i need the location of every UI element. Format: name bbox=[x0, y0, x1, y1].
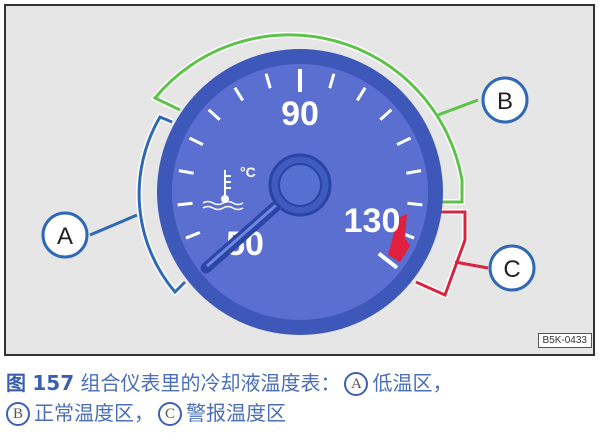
minor-tick bbox=[185, 231, 201, 240]
caption-marker-c: C bbox=[158, 402, 182, 426]
minor-tick bbox=[177, 201, 193, 207]
warning-zone-mark bbox=[388, 214, 410, 262]
callout-a-label: A bbox=[57, 223, 73, 250]
zone-b-leader bbox=[437, 98, 479, 117]
caption-figure-label: 图 bbox=[6, 371, 26, 395]
caption-title: 组合仪表里的冷却液温度表： bbox=[80, 371, 341, 395]
unit-celsius: °C bbox=[240, 164, 256, 180]
zone-c-bracket bbox=[415, 210, 467, 298]
minor-tick bbox=[178, 169, 194, 175]
minor-tick bbox=[396, 136, 412, 147]
callout-b-label: B bbox=[497, 88, 513, 115]
caption-marker-a: A bbox=[344, 372, 369, 396]
callout-c: C bbox=[488, 244, 536, 292]
minor-tick bbox=[328, 73, 336, 89]
minor-tick bbox=[355, 86, 367, 102]
minor-tick bbox=[207, 108, 221, 121]
minor-tick bbox=[264, 73, 272, 89]
minor-tick bbox=[379, 108, 393, 121]
zone-a-leader bbox=[89, 213, 138, 237]
caption-item-b: 正常温度区， bbox=[34, 401, 154, 425]
coolant-gauge-illustration: A B C 90 130 50 °C bbox=[4, 4, 595, 356]
callout-c-label: C bbox=[503, 256, 520, 283]
zone-a-bracket bbox=[137, 115, 187, 295]
minor-tick bbox=[406, 169, 422, 175]
label-130: 130 bbox=[344, 202, 401, 240]
caption-item-c: 警报温度区 bbox=[186, 401, 286, 425]
minor-tick bbox=[233, 86, 245, 102]
callout-a: A bbox=[41, 211, 89, 259]
minor-tick bbox=[188, 136, 204, 147]
major-tick bbox=[377, 251, 399, 270]
figure-code: B5K-0433 bbox=[537, 333, 592, 348]
caption-item-a: 低温区， bbox=[372, 371, 453, 395]
zone-c-leader bbox=[454, 260, 489, 270]
zone-b-bracket bbox=[152, 33, 464, 204]
callout-b: B bbox=[481, 76, 529, 124]
caption-figure-number: 157 bbox=[32, 371, 75, 395]
needle-hub-center bbox=[278, 163, 322, 207]
caption-marker-b: B bbox=[6, 402, 30, 426]
coolant-temperature-icon bbox=[202, 170, 244, 211]
label-90: 90 bbox=[281, 95, 319, 133]
minor-tick bbox=[407, 201, 423, 207]
